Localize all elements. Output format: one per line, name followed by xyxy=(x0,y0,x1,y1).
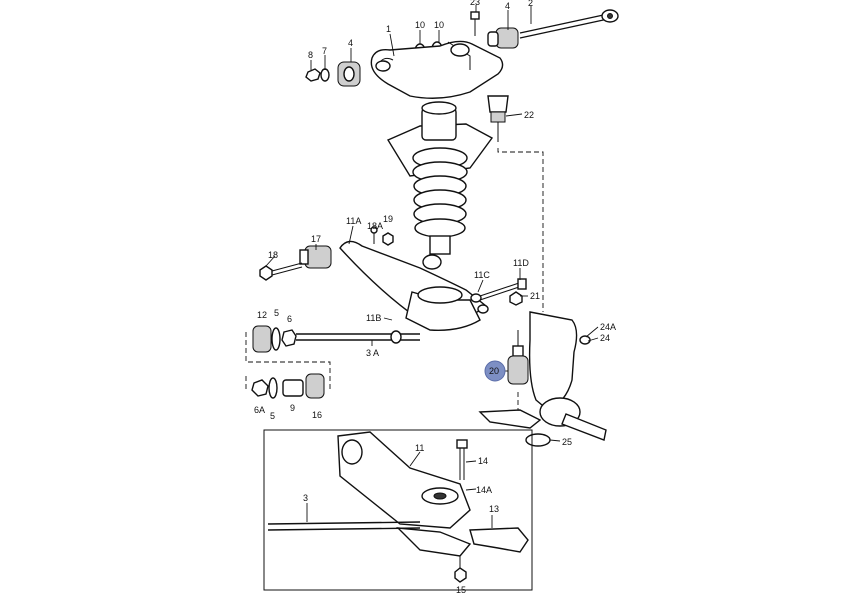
label-10-b: 10 xyxy=(434,20,444,30)
label-24a: 24A xyxy=(600,322,616,332)
label-11: 11 xyxy=(415,443,424,453)
bolt-18a-nut-19 xyxy=(370,226,394,246)
ball-joint-20 xyxy=(507,330,529,385)
strut-rod-3 xyxy=(267,521,421,531)
nut-8-washer-7 xyxy=(305,68,330,82)
label-7: 7 xyxy=(322,46,327,56)
bolt-14 xyxy=(456,439,468,480)
label-24: 24 xyxy=(600,333,610,343)
label-15: 15 xyxy=(456,585,466,595)
label-25: 25 xyxy=(562,437,572,447)
label-3: 3 xyxy=(303,493,308,503)
label-19: 19 xyxy=(383,214,393,224)
label-20: 20 xyxy=(489,366,499,376)
label-21: 21 xyxy=(530,291,540,301)
bolt-11c-11d xyxy=(470,278,527,306)
label-17: 17 xyxy=(311,234,321,244)
label-14: 14 xyxy=(478,456,488,466)
label-11b: 11B xyxy=(366,313,381,323)
label-5-bottom: 5 xyxy=(270,411,275,421)
dust-cap-25 xyxy=(525,433,551,447)
label-9: 9 xyxy=(290,403,295,413)
bushing-4-left xyxy=(337,61,361,87)
bushing-17 xyxy=(299,245,332,269)
upper-control-arm-1 xyxy=(370,40,504,99)
label-2: 2 xyxy=(528,0,533,8)
lower-arm-11 xyxy=(337,431,471,529)
label-1: 1 xyxy=(386,24,391,34)
label-4-top: 4 xyxy=(505,1,510,11)
label-3a: 3 A xyxy=(366,348,379,358)
label-12: 12 xyxy=(257,310,267,320)
label-11a: 11A xyxy=(346,216,361,226)
ball-joint-22 xyxy=(487,95,509,142)
leader-dash-22 xyxy=(497,148,544,312)
label-4-left: 4 xyxy=(348,38,353,48)
label-13: 13 xyxy=(489,504,499,514)
bushings-lower-6a-9-16 xyxy=(251,373,325,399)
label-6a: 6A xyxy=(254,405,265,415)
label-18a: 18A xyxy=(367,221,383,231)
label-16: 16 xyxy=(312,410,322,420)
label-5-top: 5 xyxy=(274,308,279,318)
steering-arm-13 xyxy=(396,527,529,557)
label-11c: 11C xyxy=(474,270,490,280)
label-6: 6 xyxy=(287,314,292,324)
strut-rod-3a xyxy=(296,330,420,344)
bushing-4-top xyxy=(487,27,519,49)
label-14a: 14A xyxy=(476,485,492,495)
label-11d: 11D xyxy=(513,258,529,268)
bolt-18 xyxy=(259,262,303,281)
bracket-3a-dash xyxy=(245,332,331,390)
bushing-12-washer-5-nut-6 xyxy=(252,325,297,353)
variant-box xyxy=(263,429,533,591)
label-22: 22 xyxy=(524,110,534,120)
label-8: 8 xyxy=(308,50,313,60)
label-23: 23 xyxy=(470,0,480,7)
tie-rod-2 xyxy=(519,9,619,39)
highlight-marker-20[interactable] xyxy=(484,360,506,382)
nut-15 xyxy=(454,556,467,583)
label-10-a: 10 xyxy=(415,20,425,30)
lower-arm-11a xyxy=(339,240,489,331)
spring-shock-assembly xyxy=(386,101,494,270)
bolt-23 xyxy=(470,11,480,36)
label-18: 18 xyxy=(268,250,278,260)
steering-knuckle xyxy=(478,311,607,441)
